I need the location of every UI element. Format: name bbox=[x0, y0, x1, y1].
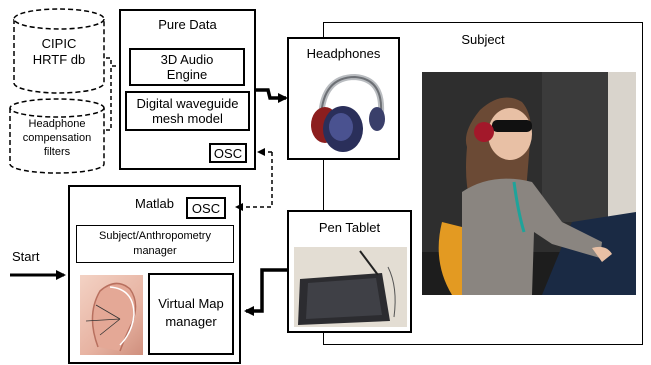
hrtf-db-label: HRTF db bbox=[32, 52, 86, 67]
anthropometry-manager-box: Subject/Anthropometry manager bbox=[76, 225, 234, 263]
virtual-map-label-2: manager bbox=[165, 314, 217, 329]
virtual-map-label-1: Virtual Map bbox=[158, 296, 224, 311]
waveguide-box: Digital waveguide mesh model bbox=[125, 91, 250, 131]
cipic-hrtf-db: CIPIC HRTF db bbox=[12, 7, 106, 95]
subject-title: Subject bbox=[461, 32, 505, 47]
headphones-title: Headphones bbox=[306, 46, 381, 61]
ear-illustration bbox=[85, 282, 137, 352]
audio-engine-label-2: Engine bbox=[166, 67, 208, 82]
matlab-osc-label: OSC bbox=[191, 200, 221, 216]
matlab-box: Matlab OSC Subject/Anthropometry manager… bbox=[68, 185, 241, 364]
pen-tablet-title: Pen Tablet bbox=[318, 220, 381, 235]
pure-data-title: Pure Data bbox=[158, 17, 217, 32]
tablet-to-virtualmap-arrow bbox=[244, 268, 287, 316]
matlab-title: Matlab bbox=[134, 196, 175, 211]
waveguide-label-2: mesh model bbox=[152, 111, 223, 126]
pure-data-box: Pure Data 3D Audio Engine Digital wavegu… bbox=[119, 9, 256, 170]
pen-tablet-box: Pen Tablet bbox=[287, 210, 412, 333]
cipic-label: CIPIC bbox=[41, 36, 77, 51]
db-to-puredata-connector bbox=[106, 57, 119, 131]
puredata-to-headphones-arrow bbox=[256, 88, 288, 103]
subject-photo bbox=[422, 72, 636, 295]
tablet-illustration bbox=[294, 247, 407, 327]
anthropometry-label-1: Subject/Anthropometry bbox=[99, 230, 211, 242]
start-label: Start bbox=[12, 249, 40, 264]
matlab-osc-box: OSC bbox=[186, 197, 226, 219]
audio-engine-box: 3D Audio Engine bbox=[129, 48, 245, 86]
audio-engine-label-1: 3D Audio bbox=[160, 52, 214, 67]
filters-label-3: filters bbox=[43, 146, 71, 158]
database-cylinder-icon bbox=[13, 8, 105, 94]
headphones-icon bbox=[311, 73, 385, 152]
virtual-map-manager-box: Virtual Map manager bbox=[148, 273, 234, 355]
headphones-box: Headphones bbox=[287, 37, 400, 160]
ear-photo bbox=[80, 275, 143, 355]
pd-osc-label: OSC bbox=[213, 145, 243, 161]
waveguide-label-1: Digital waveguide bbox=[136, 96, 239, 111]
anthropometry-label-2: manager bbox=[133, 245, 177, 257]
osc-dashed-link bbox=[235, 152, 273, 211]
filters-label-2: compensation bbox=[22, 132, 92, 144]
filters-label-1: Headphone bbox=[28, 118, 86, 130]
database-cylinder-icon bbox=[9, 98, 105, 174]
subject-illustration bbox=[422, 72, 636, 295]
pd-osc-box: OSC bbox=[209, 143, 247, 163]
headphone-compensation-filters: Headphone compensation filters bbox=[8, 98, 106, 176]
subject-panel: Subject bbox=[323, 22, 643, 345]
pen-tablet-photo bbox=[294, 247, 407, 327]
